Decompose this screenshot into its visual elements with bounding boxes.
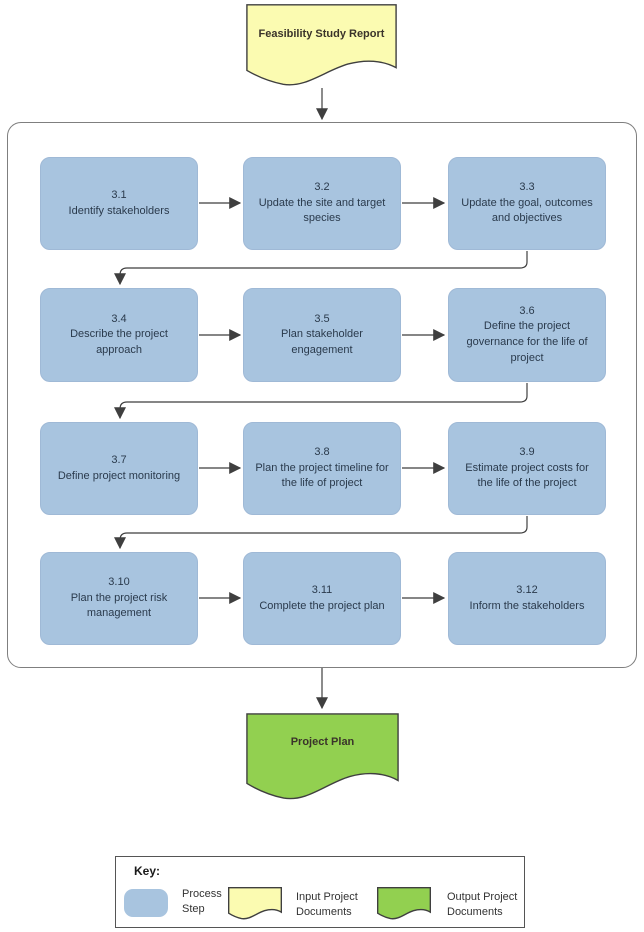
step-label: Define the project governance for the li… xyxy=(466,320,588,364)
step-3-12: 3.12 Inform the stakeholders xyxy=(448,552,606,645)
input-document-shape xyxy=(245,3,398,88)
key-title: Key: xyxy=(134,864,161,878)
step-3-10: 3.10 Plan the project risk management xyxy=(40,552,198,645)
step-number: 3.6 xyxy=(519,304,535,317)
step-number: 3.3 xyxy=(519,181,535,194)
step-number: 3.7 xyxy=(111,453,127,466)
output-document-shape xyxy=(245,712,400,802)
output-document-swatch xyxy=(377,887,431,920)
step-label: Estimate project costs for the life of t… xyxy=(465,461,589,490)
key-box: Key: Process Step Input Project Document… xyxy=(115,856,525,928)
step-3-6: 3.6 Define the project governance for th… xyxy=(448,288,606,382)
step-label: Plan stakeholder engagement xyxy=(281,328,363,356)
legend-label-output-documents: Output Project Documents xyxy=(447,891,518,918)
legend-label-process-step: Process Step xyxy=(182,888,222,915)
step-3-11: 3.11 Complete the project plan xyxy=(243,552,401,645)
step-3-7: 3.7 Define project monitoring xyxy=(40,422,198,515)
step-number: 3.12 xyxy=(516,583,538,596)
output-document-label: Project Plan xyxy=(290,736,355,748)
step-3-9: 3.9 Estimate project costs for the life … xyxy=(448,422,606,515)
step-label: Plan the project risk management xyxy=(70,591,168,620)
step-3-4: 3.4 Describe the project approach xyxy=(40,288,198,382)
step-label: Update the site and target species xyxy=(258,196,386,225)
step-label: Complete the project plan xyxy=(259,599,385,612)
step-3-1: 3.1 Identify stakeholders xyxy=(40,157,198,250)
step-number: 3.1 xyxy=(111,188,127,201)
step-label: Inform the stakeholders xyxy=(469,599,585,612)
step-number: 3.10 xyxy=(108,576,130,589)
step-number: 3.4 xyxy=(111,312,127,325)
step-label: Identify stakeholders xyxy=(68,204,170,217)
step-3-2: 3.2 Update the site and target species xyxy=(243,157,401,250)
step-number: 3.9 xyxy=(519,446,535,459)
process-step-swatch xyxy=(124,889,168,917)
step-3-8: 3.8 Plan the project timeline for the li… xyxy=(243,422,401,515)
step-3-3: 3.3 Update the goal, outcomes and object… xyxy=(448,157,606,250)
step-label: Describe the project approach xyxy=(70,328,168,356)
legend-label-input-documents: Input Project Documents xyxy=(296,891,358,918)
input-document-swatch xyxy=(228,887,282,920)
step-label: Define project monitoring xyxy=(57,469,181,482)
step-number: 3.11 xyxy=(311,583,333,596)
step-label: Plan the project timeline for the life o… xyxy=(255,461,389,490)
step-number: 3.8 xyxy=(314,446,330,459)
step-number: 3.5 xyxy=(314,312,330,325)
input-document-label: Feasibility Study Report xyxy=(258,28,385,40)
step-label: Update the goal, outcomes and objectives xyxy=(461,196,593,225)
step-number: 3.2 xyxy=(314,181,330,194)
step-3-5: 3.5 Plan stakeholder engagement xyxy=(243,288,401,382)
